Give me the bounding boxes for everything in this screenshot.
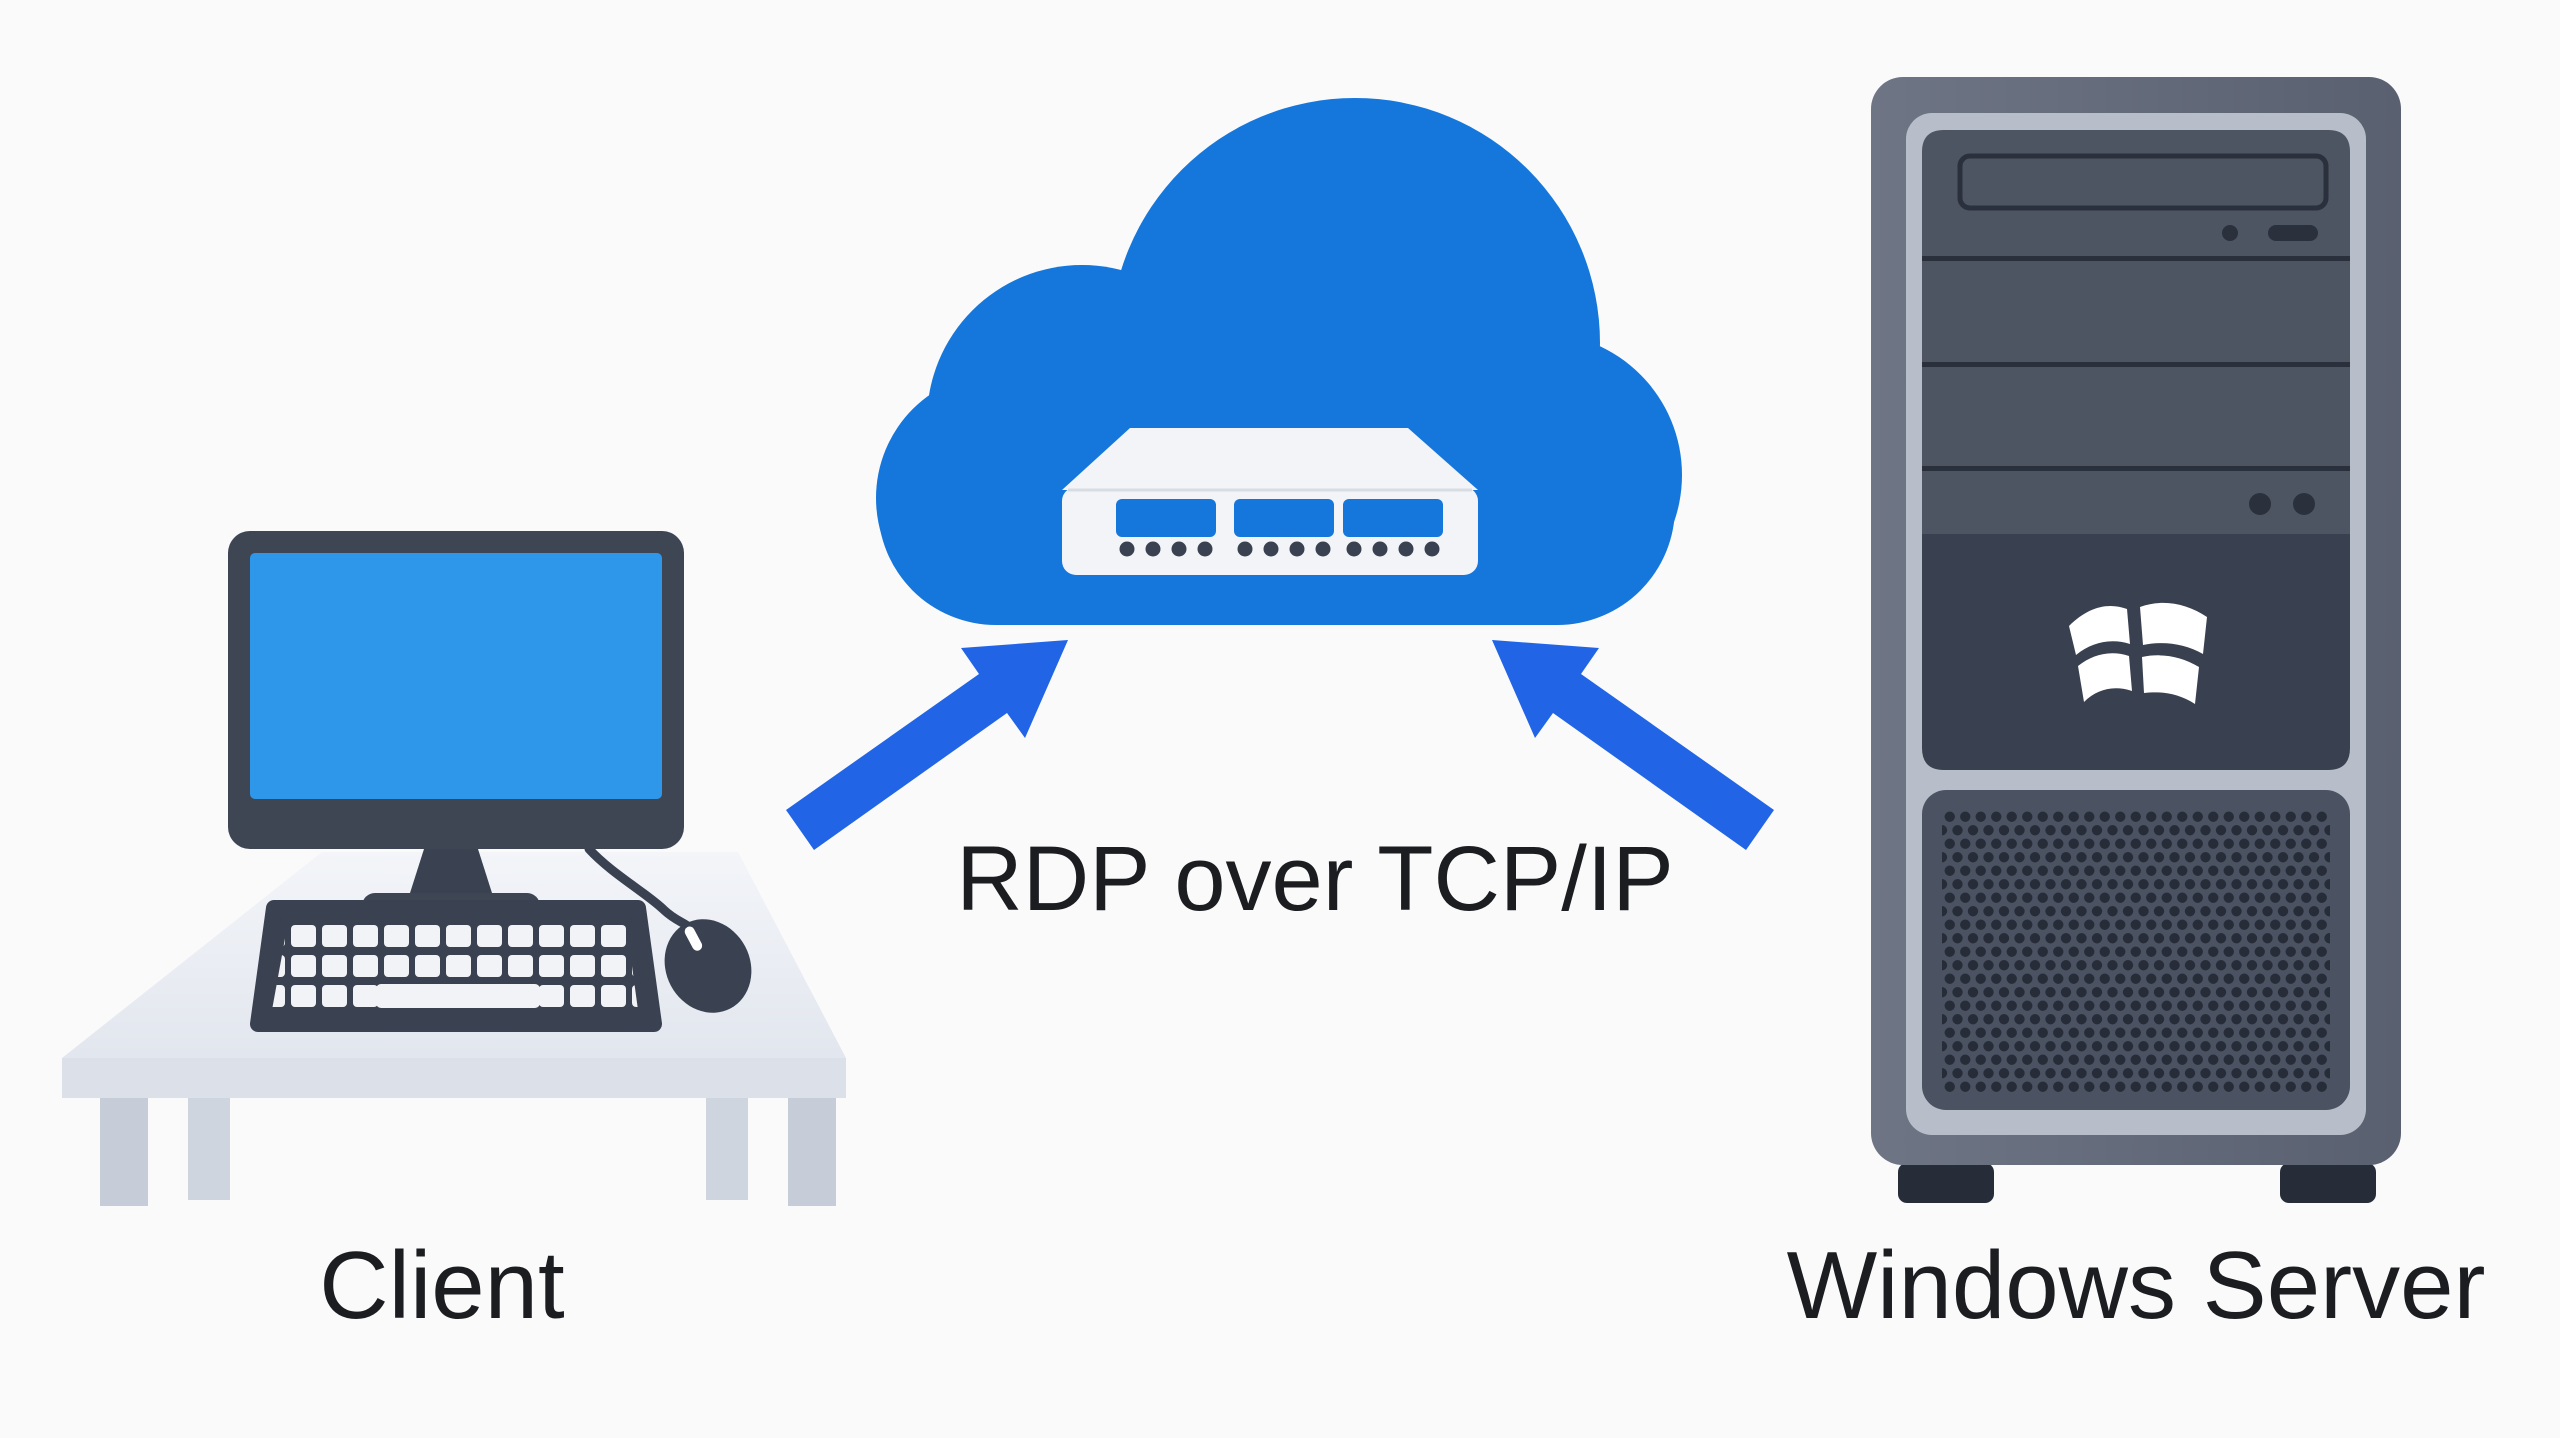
monitor-icon [228, 531, 701, 942]
router-port-3 [1343, 499, 1443, 537]
keyboard-icon [250, 900, 662, 1032]
bay-divider-2 [1922, 362, 2350, 367]
router-led-dots [1119, 541, 1440, 557]
mouse-scroll-slot [684, 926, 703, 951]
client-workstation-illustration [62, 531, 846, 1206]
drive-eject-button [2268, 225, 2318, 241]
mouse-body [664, 919, 752, 1013]
drive-led [2222, 225, 2238, 241]
router-icon [1062, 428, 1478, 575]
monitor-stand-neck [410, 849, 492, 893]
client-label: Client [319, 1232, 564, 1339]
server-tower-illustration [1871, 77, 2401, 1203]
arrow-up-right-icon [786, 640, 1068, 850]
connection-label: RDP over TCP/IP [956, 828, 1674, 930]
server-foot-right [2280, 1163, 2376, 1203]
front-port-1 [2249, 493, 2271, 515]
bay-divider-1 [1922, 256, 2350, 261]
front-port-2 [2293, 493, 2315, 515]
desk-leg-front-right [788, 1098, 836, 1206]
windows-logo-icon [2069, 602, 2207, 704]
keyboard-keys [272, 922, 638, 1010]
server-foot-left [1898, 1163, 1994, 1203]
desk-leg-front-left [100, 1098, 148, 1206]
router-top [1062, 428, 1478, 490]
bay-divider-3 [1922, 466, 2350, 471]
desk-leg-back-right [706, 1098, 748, 1200]
optical-drive-slot [1957, 153, 2329, 211]
server-bay-panel [1922, 130, 2350, 534]
server-grill-mesh [1942, 810, 2330, 1092]
mouse-icon [664, 919, 752, 1013]
arrow-up-left-icon [1492, 640, 1774, 850]
desk-apron [62, 1058, 846, 1098]
desk-leg-back-left [188, 1098, 230, 1200]
cloud-network-node [876, 98, 1682, 625]
server-label: Windows Server [1787, 1232, 2486, 1339]
monitor-screen [250, 553, 662, 799]
router-port-1 [1116, 499, 1216, 537]
router-port-2 [1234, 499, 1334, 537]
server-logo-panel [1922, 534, 2350, 770]
keyboard-spacebar [376, 984, 540, 1008]
